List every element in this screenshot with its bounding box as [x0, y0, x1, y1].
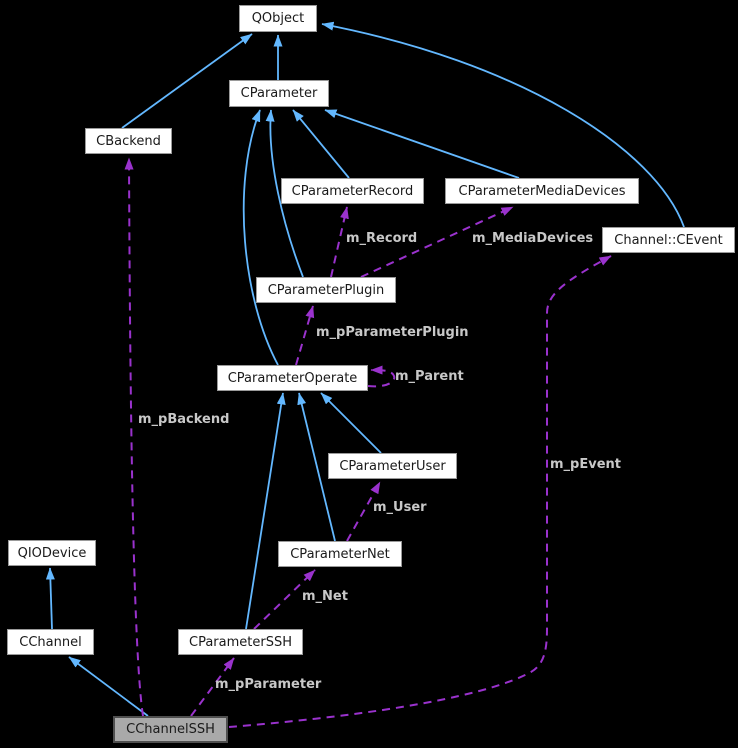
edge-m-record — [330, 206, 349, 278]
node-cparameteruser[interactable]: CParameterUser — [328, 453, 457, 479]
node-cchannel[interactable]: CChannel — [7, 629, 94, 655]
edge-m-parent-selfloop — [367, 365, 396, 388]
edge-label-m-net: m_Net — [302, 589, 348, 604]
node-cparameterrecord[interactable]: CParameterRecord — [281, 178, 424, 204]
edge-cssh-coperate — [245, 392, 286, 630]
node-cchannelssh[interactable]: CChannelSSH — [113, 716, 228, 743]
edge-cbackend-qobject — [121, 33, 253, 129]
edge-m-net — [253, 569, 316, 630]
edge-label-m-pevent: m_pEvent — [550, 457, 621, 472]
edge-m-user — [346, 481, 381, 542]
edge-cplugin-cparameter — [265, 109, 304, 278]
node-cparameteroperate[interactable]: CParameterOperate — [217, 365, 368, 391]
edge-crecord-cparameter — [292, 109, 350, 179]
edge-m-pparameterplugin — [295, 305, 315, 366]
node-cparameternet[interactable]: CParameterNet — [278, 541, 402, 567]
edge-m-pevent — [228, 255, 612, 728]
edge-m-pparameter — [190, 657, 235, 717]
edge-cchannelssh-cchannel — [68, 656, 149, 717]
edge-label-m-parent: m_Parent — [395, 369, 464, 384]
edge-label-m-pparameter: m_pParameter — [215, 677, 322, 692]
edge-m-pbackend — [124, 157, 144, 717]
node-channel-cevent[interactable]: Channel::CEvent — [602, 227, 735, 253]
node-qobject[interactable]: QObject — [239, 5, 317, 32]
edge-label-m-mediadevices: m_MediaDevices — [472, 231, 594, 246]
edge-label-m-record: m_Record — [346, 231, 418, 246]
node-cbackend[interactable]: CBackend — [85, 128, 172, 154]
edge-cevent-qobject — [321, 21, 685, 228]
edge-coperate-cparameter — [242, 109, 279, 366]
node-cparameterssh[interactable]: CParameterSSH — [178, 629, 303, 655]
node-cparameterplugin[interactable]: CParameterPlugin — [256, 277, 396, 303]
edge-cchannel-qiodevice — [45, 567, 55, 630]
edge-cmediadevices-cparameter — [324, 109, 520, 179]
node-cparameter[interactable]: CParameter — [229, 80, 329, 107]
edge-label-m-pbackend: m_pBackend — [138, 412, 230, 427]
node-qiodevice[interactable]: QIODevice — [8, 540, 96, 566]
edge-label-m-user: m_User — [373, 500, 427, 515]
edge-label-m-pparameterplugin: m_pParameterPlugin — [316, 325, 469, 340]
node-cparametermediadevices[interactable]: CParameterMediaDevices — [445, 178, 639, 204]
edge-cuser-coperate — [320, 392, 382, 454]
edge-cnet-coperate — [297, 392, 336, 542]
